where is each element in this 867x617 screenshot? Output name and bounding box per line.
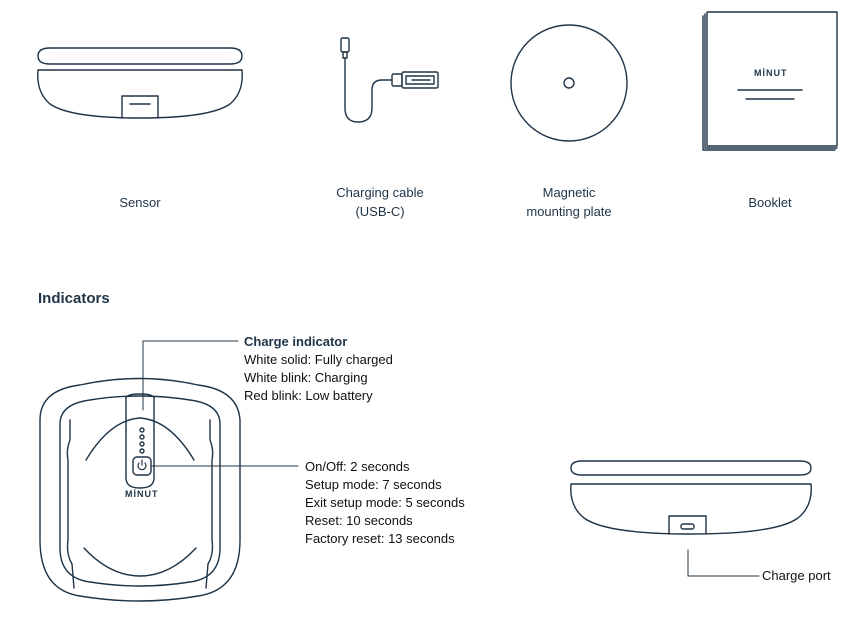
charge-port-callout: Charge port xyxy=(762,567,831,585)
caption-charging-cable-line1: Charging cable xyxy=(336,185,424,200)
caption-mounting-plate-line2: mounting plate xyxy=(526,204,612,219)
button-callout: On/Off: 2 seconds Setup mode: 7 seconds … xyxy=(305,458,465,548)
caption-booklet: Booklet xyxy=(730,193,810,212)
charge-indicator-line: White blink: Charging xyxy=(244,370,368,385)
indicators-heading: Indicators xyxy=(38,290,110,307)
charge-indicator-callout: Charge indicator White solid: Fully char… xyxy=(244,333,393,405)
booklet-illustration xyxy=(702,11,838,151)
caption-sensor-text: Sensor xyxy=(119,195,161,210)
caption-booklet-text: Booklet xyxy=(748,195,792,210)
charge-indicator-line: White solid: Fully charged xyxy=(244,352,393,367)
sensor-illustration xyxy=(37,47,243,119)
charge-indicator-title: Charge indicator xyxy=(244,334,348,349)
callout-lines xyxy=(142,340,760,577)
caption-charging-cable-line2: (USB-C) xyxy=(355,204,405,219)
button-action-line: Setup mode: 7 seconds xyxy=(305,477,442,492)
charging-cable-illustration xyxy=(340,37,439,123)
sensor-logo: MİNUT xyxy=(125,489,159,499)
button-action-line: Factory reset: 13 seconds xyxy=(305,531,455,546)
button-action-line: Reset: 10 seconds xyxy=(305,513,413,528)
charge-port-label: Charge port xyxy=(762,568,831,583)
booklet-logo: MİNUT xyxy=(754,68,788,78)
caption-charging-cable: Charging cable (USB-C) xyxy=(320,183,440,221)
caption-mounting-plate: Magnetic mounting plate xyxy=(509,183,629,221)
mounting-plate-illustration xyxy=(510,24,628,142)
sensor-side-view-illustration xyxy=(570,460,812,535)
button-action-line: Exit setup mode: 5 seconds xyxy=(305,495,465,510)
caption-sensor: Sensor xyxy=(100,193,180,212)
button-action-line: On/Off: 2 seconds xyxy=(305,459,410,474)
charge-indicator-line: Red blink: Low battery xyxy=(244,388,373,403)
sensor-top-view-illustration xyxy=(39,377,241,602)
caption-mounting-plate-line1: Magnetic xyxy=(542,185,596,200)
